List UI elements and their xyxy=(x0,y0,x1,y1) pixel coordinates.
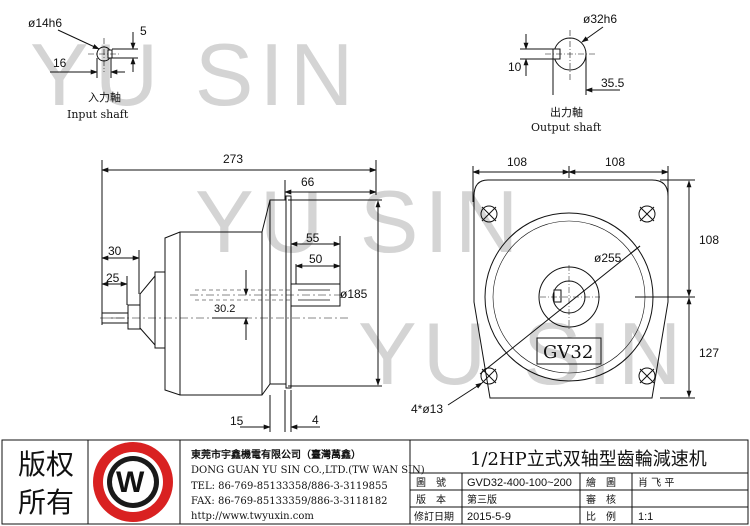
dim-4: 4 xyxy=(312,413,319,427)
dim-front-upper: 108 xyxy=(699,233,719,247)
dim-30: 30 xyxy=(108,244,122,258)
copyright-line-1: 版权 xyxy=(18,448,74,481)
output-shaft-diameter: ø32h6 xyxy=(583,12,617,26)
dim-25: 25 xyxy=(106,271,120,285)
input-shaft-label-en: Input shaft xyxy=(67,108,129,121)
row2-key1: 版 本 xyxy=(416,493,446,506)
company-tel: TEL: 86-769-85133358/886-3-3119855 xyxy=(191,481,388,492)
side-view xyxy=(100,160,382,432)
dim-50: 50 xyxy=(309,252,323,266)
output-key-depth: 35.5 xyxy=(601,76,625,90)
input-shaft-label-cn: 入力軸 xyxy=(88,90,121,104)
nameplate-text: GV32 xyxy=(543,342,593,363)
row3-val1: 2015-5-9 xyxy=(467,511,511,523)
dim-66: 66 xyxy=(301,175,315,189)
company-name-en: DONG GUAN YU SIN CO.,LTD.(TW WAN SIN) xyxy=(191,465,425,476)
dim-holes: 4*ø13 xyxy=(411,402,443,416)
watermark-2: YU SIN xyxy=(195,172,524,271)
row1-val2: 肖 飞 平 xyxy=(638,476,674,489)
dim-overall-length: 273 xyxy=(223,152,243,166)
title-block xyxy=(1,439,749,525)
row2-key2: 審 核 xyxy=(586,493,616,506)
row2-val1: 第三版 xyxy=(467,493,497,506)
input-key-depth: 16 xyxy=(53,56,67,70)
row3-key1: 修訂日期 xyxy=(414,510,454,523)
input-shaft-detail xyxy=(50,29,138,78)
front-view xyxy=(447,166,695,406)
input-key-width: 5 xyxy=(140,24,147,38)
company-fax: FAX: 86-769-85133359/886-3-3118182 xyxy=(191,496,388,507)
output-shaft-label-cn: 出力軸 xyxy=(550,105,583,119)
company-logo xyxy=(93,442,173,522)
output-shaft-label-en: Output shaft xyxy=(531,121,602,134)
copyright-line-2: 所有 xyxy=(18,486,74,519)
watermark-3: YU SIN xyxy=(358,304,687,403)
row1-key2: 繪 圖 xyxy=(586,476,616,489)
product-title: 1/2HP立式双轴型齒輪減速机 xyxy=(470,449,707,470)
logo-letter: W xyxy=(116,466,145,499)
dim-front-half-left: 108 xyxy=(507,155,527,169)
dim-15: 15 xyxy=(230,414,244,428)
input-shaft-diameter: ø14h6 xyxy=(28,16,62,30)
dim-30-2: 30.2 xyxy=(214,303,235,315)
row1-key1: 圖 號 xyxy=(416,476,446,489)
row3-val2: 1:1 xyxy=(638,511,653,523)
output-key-width: 10 xyxy=(508,60,522,74)
dim-front-lower: 127 xyxy=(699,346,719,360)
company-web: http://www.twyuxin.com xyxy=(191,511,314,522)
row1-val1: GVD32-400-100~200 xyxy=(467,477,572,489)
dim-55: 55 xyxy=(306,231,320,245)
dim-front-half-right: 108 xyxy=(605,155,625,169)
watermarks: YU SIN YU SIN YU SIN xyxy=(30,25,687,403)
row3-key2: 比 例 xyxy=(586,510,616,523)
company-name-cn: 東莞市宇鑫機電有限公司（臺灣萬鑫） xyxy=(191,448,361,461)
dim-185: ø185 xyxy=(340,287,368,301)
dim-bore: ø255 xyxy=(594,251,622,265)
output-shaft-detail xyxy=(520,26,620,95)
